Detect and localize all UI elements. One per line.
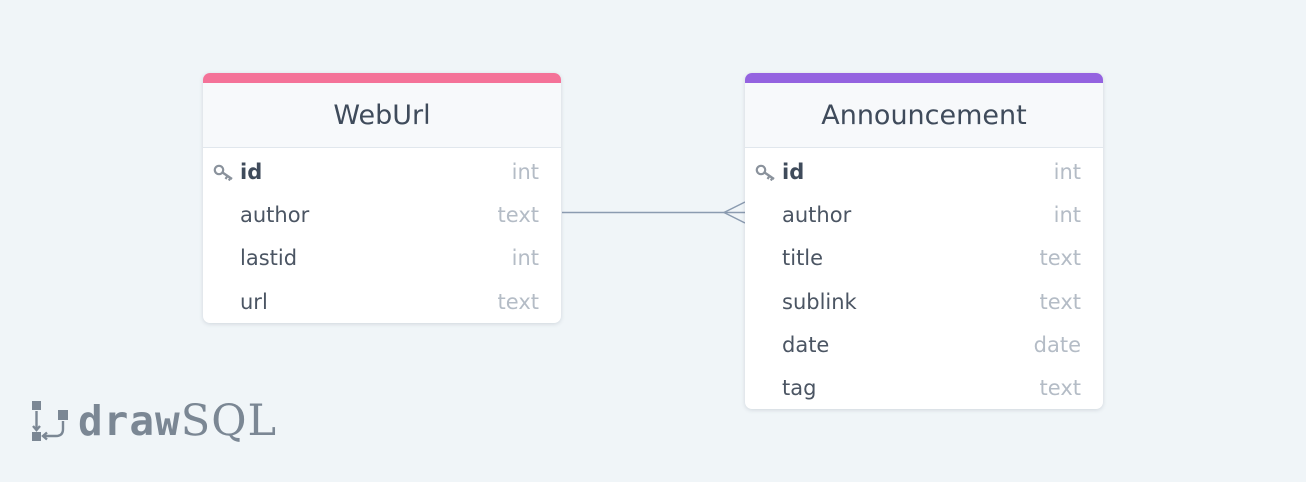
column-type: text <box>1039 246 1081 271</box>
column-list: id int author int title text sublink tex… <box>745 148 1103 409</box>
column-type: text <box>497 289 539 314</box>
column-row-author[interactable]: author text <box>203 193 561 236</box>
column-type: text <box>497 202 539 227</box>
column-name: url <box>240 289 268 314</box>
table-weburl[interactable]: WebUrl id int author text lastid int url… <box>203 73 561 323</box>
column-name: tag <box>782 376 817 401</box>
column-row-sublink[interactable]: sublink text <box>745 280 1103 323</box>
column-name: id <box>782 159 805 184</box>
drawsql-logo-icon <box>32 401 68 441</box>
column-type: text <box>1039 376 1081 401</box>
column-row-tag[interactable]: tag text <box>745 366 1103 409</box>
column-name: author <box>240 202 310 227</box>
key-icon <box>755 164 775 181</box>
column-name: lastid <box>240 246 298 271</box>
table-title[interactable]: WebUrl <box>203 83 561 148</box>
column-row-url[interactable]: url text <box>203 280 561 323</box>
column-name: date <box>782 332 830 357</box>
column-type: date <box>1033 332 1081 357</box>
column-row-author[interactable]: author int <box>745 193 1103 236</box>
crowfoot-upper <box>723 201 746 214</box>
logo-text-draw: draw <box>78 397 181 445</box>
column-name: sublink <box>782 289 857 314</box>
crowfoot-lower <box>723 211 746 224</box>
column-type: int <box>1053 159 1081 184</box>
table-accent-bar <box>745 73 1103 83</box>
column-type: text <box>1039 289 1081 314</box>
column-row-lastid[interactable]: lastid int <box>203 237 561 280</box>
column-name: author <box>782 202 852 227</box>
key-icon <box>213 164 233 181</box>
column-row-date[interactable]: date date <box>745 323 1103 366</box>
column-row-title[interactable]: title text <box>745 237 1103 280</box>
column-row-id[interactable]: id int <box>203 150 561 193</box>
column-type: int <box>1053 202 1081 227</box>
column-type: int <box>511 159 539 184</box>
column-name: title <box>782 246 824 271</box>
table-accent-bar <box>203 73 561 83</box>
drawsql-logo: draw SQL <box>30 396 277 446</box>
table-title[interactable]: Announcement <box>745 83 1103 148</box>
column-row-id[interactable]: id int <box>745 150 1103 193</box>
column-name: id <box>240 159 263 184</box>
table-announcement[interactable]: Announcement id int author int title tex… <box>745 73 1103 409</box>
column-type: int <box>511 246 539 271</box>
column-list: id int author text lastid int url text <box>203 148 561 323</box>
logo-text-sql: SQL <box>180 396 278 446</box>
